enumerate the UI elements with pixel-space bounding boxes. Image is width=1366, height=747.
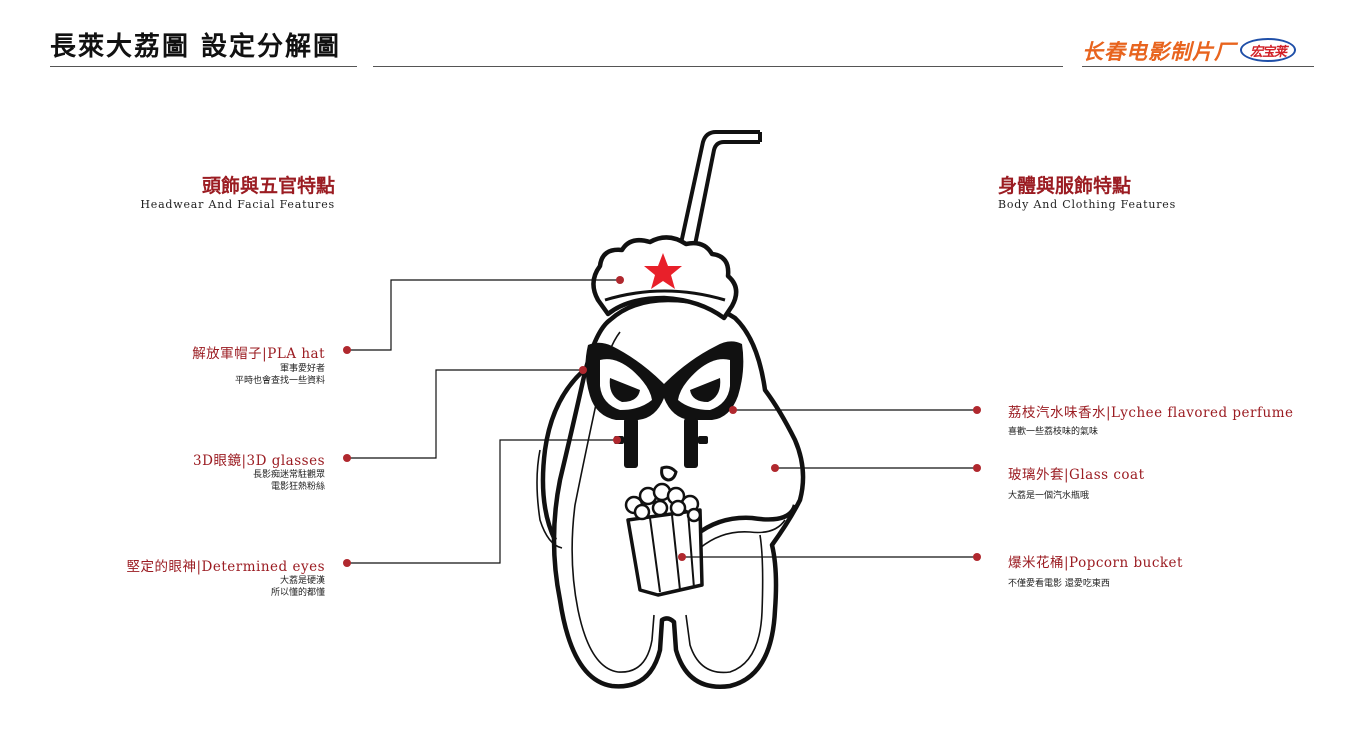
callout-note-glass-coat: 大荔是一個汽水瓶哦: [1008, 490, 1089, 502]
callout-note-determined-eyes: 大荔是硬漢 所以懂的都懂: [125, 575, 325, 599]
title-underline: [50, 66, 357, 67]
dot-perfume-right: [973, 406, 981, 414]
straw-illustration: [678, 130, 762, 251]
brand-badge-logo: 宏宝莱: [1240, 38, 1296, 62]
brand-underline: [1082, 66, 1314, 67]
leader-lines-right: [682, 409, 977, 558]
dot-popcorn-anchor: [678, 553, 686, 561]
note-line: 不僅愛看電影 還愛吃東西: [1008, 579, 1110, 589]
glass-coat-inner-arm: [536, 449, 563, 549]
mouth-illustration: [660, 465, 678, 482]
brand-studio-logo: 长春电影制片厂: [1082, 39, 1236, 64]
note-line: 大荔是硬漢: [279, 576, 325, 586]
left-section-heading: 頭飾與五官特點: [201, 175, 335, 197]
callout-label-pla-hat: 解放軍帽子|PLA hat: [192, 346, 325, 362]
dot-eyes-anchor: [613, 436, 621, 444]
right-pupil-icon: [690, 378, 721, 402]
note-line: 電影狂熱粉絲: [270, 482, 325, 492]
dot-pla-hat-anchor: [616, 276, 624, 284]
callout-note-popcorn-bucket: 不僅愛看電影 還愛吃東西: [1008, 578, 1110, 590]
popcorn-bucket-illustration: [624, 482, 704, 597]
left-arm-illustration: [540, 370, 584, 541]
note-line: 平時也會查找一些資料: [234, 376, 325, 386]
pla-hat-band: [604, 289, 726, 302]
callout-label-popcorn-bucket: 爆米花桶|Popcorn bucket: [1008, 555, 1183, 571]
right-arm-inner: [699, 519, 786, 549]
right-section-heading: 身體與服飾特點: [998, 175, 1132, 197]
leader-lines-left: [347, 279, 620, 564]
note-line: 軍事愛好者: [279, 364, 325, 374]
dot-popcorn-right: [973, 553, 981, 561]
left-section-subheading: Headwear And Facial Features: [140, 198, 335, 211]
right-section-subheading: Body And Clothing Features: [998, 198, 1177, 211]
3d-glasses-illustration: [585, 341, 744, 420]
note-line: 大荔是一個汽水瓶哦: [1008, 491, 1090, 501]
callout-note-pla-hat: 軍事愛好者 平時也會查找一些資料: [125, 363, 325, 387]
right-arm-illustration: [694, 504, 798, 537]
note-line: 長影痴迷常駐觀眾: [252, 470, 325, 480]
dot-glasses-left: [343, 454, 351, 462]
page-title: 長萊大荔圖 設定分解圖: [50, 32, 342, 62]
callout-label-glass-coat: 玻璃外套|Glass coat: [1008, 467, 1145, 483]
callout-label-determined-eyes: 堅定的眼神|Determined eyes: [126, 559, 325, 575]
callout-note-3d-glasses: 長影痴迷常駐觀眾 電影狂熱粉絲: [125, 469, 325, 493]
leader-dots: [343, 276, 981, 567]
callout-note-lychee-perfume: 喜歡一些荔枝味的氣味: [1008, 426, 1098, 438]
header-divider: [373, 66, 1063, 67]
callout-label-lychee-perfume: 荔枝汽水味香水|Lychee flavored perfume: [1008, 405, 1294, 421]
determined-eyes-illustration: [614, 418, 708, 468]
dot-glass-anchor: [771, 464, 779, 472]
brand-badge-text: 宏宝莱: [1249, 44, 1287, 60]
left-pupil-icon: [609, 378, 640, 402]
dot-glass-right: [973, 464, 981, 472]
note-line: 喜歡一些荔枝味的氣味: [1008, 427, 1099, 437]
dot-pla-hat-left: [343, 346, 351, 354]
red-star-icon: [644, 253, 682, 289]
dot-perfume-anchor: [729, 406, 737, 414]
callout-label-3d-glasses: 3D眼鏡|3D glasses: [193, 453, 325, 469]
dot-glasses-anchor: [579, 366, 587, 374]
note-line: 所以懂的都懂: [270, 588, 325, 598]
dot-eyes-left: [343, 559, 351, 567]
